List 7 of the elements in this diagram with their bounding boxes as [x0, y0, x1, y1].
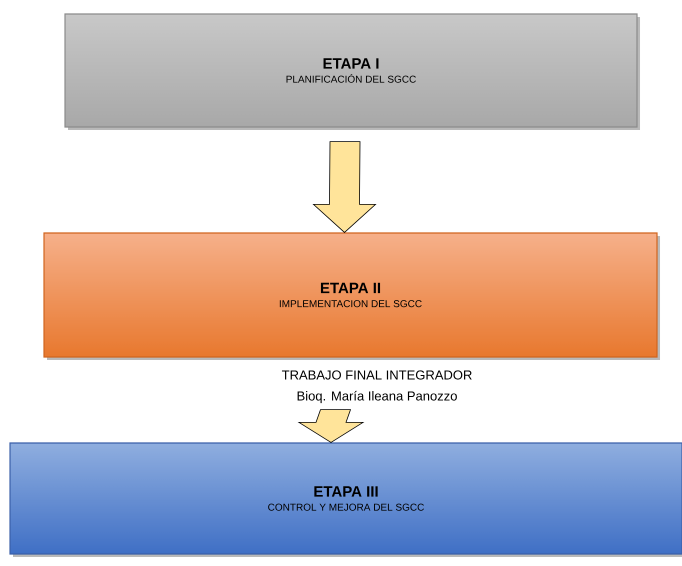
stage-box: ETAPA II IMPLEMENTACION DEL SGCC [43, 232, 660, 360]
stage-box: ETAPA III CONTROL Y MEJORA DEL SGCC [9, 442, 682, 557]
block-arrow [298, 409, 364, 443]
footer-text: TRABAJO FINAL INTEGRADOR [282, 370, 472, 380]
footer-text: Bioq. María Ileana Panozzo [298, 390, 457, 404]
block-arrow [312, 141, 377, 233]
stage-box: ETAPA I PLANIFICACIÓN DEL SGCC [64, 13, 640, 130]
